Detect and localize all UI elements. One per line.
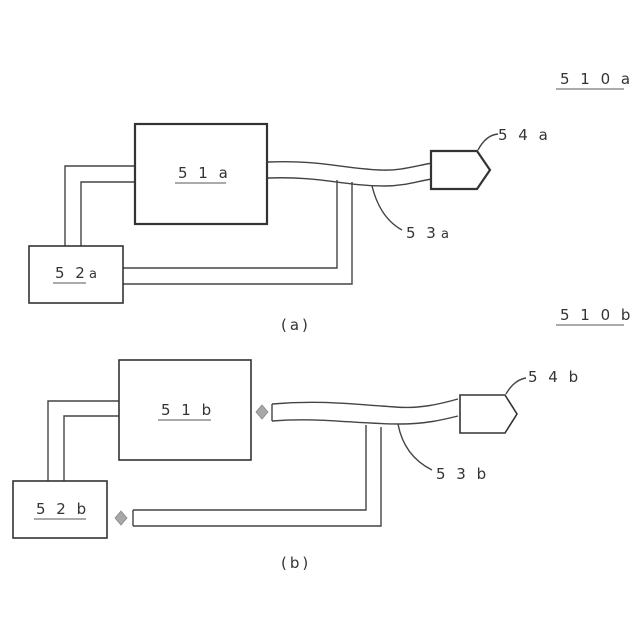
figure-a-caption: (a) bbox=[281, 316, 311, 334]
figure-b-reference-label: 5 1 0 b bbox=[560, 306, 633, 324]
figure-a-reference-label: 5 1 0 a bbox=[560, 70, 633, 88]
figure-b: 5 1 0 b 5 4 b 5 1 b bbox=[13, 306, 633, 572]
connector-54b-shape bbox=[460, 395, 517, 433]
figure-a: 5 1 0 a 5 4 a 5 1 a 5 2 a bbox=[29, 70, 633, 334]
connector-54a-label: 5 4 a bbox=[498, 126, 551, 144]
connector-54a-shape bbox=[431, 151, 490, 189]
cable-53b-label: 5 3 b bbox=[436, 465, 489, 483]
block-51b-label: 5 1 b bbox=[161, 401, 214, 419]
block-52a-label: 5 2 bbox=[55, 264, 88, 282]
cable-53a-label: 5 3 bbox=[406, 224, 439, 242]
wire-52b-to-51b bbox=[48, 401, 119, 481]
block-52a-label-suffix: a bbox=[89, 267, 98, 282]
block-51a-label: 5 1 a bbox=[178, 164, 231, 182]
wire-52a-to-51a bbox=[65, 166, 135, 246]
connector-54b-label: 5 4 b bbox=[528, 368, 581, 386]
diamond-marker-lower bbox=[115, 511, 127, 525]
cable-53a bbox=[268, 162, 432, 230]
cable-53a-label-suffix: a bbox=[441, 227, 450, 242]
diamond-marker-upper bbox=[256, 405, 268, 419]
cable-53b bbox=[272, 399, 458, 470]
figure-b-caption: (b) bbox=[281, 554, 311, 572]
block-52b-label: 5 2 b bbox=[36, 500, 89, 518]
